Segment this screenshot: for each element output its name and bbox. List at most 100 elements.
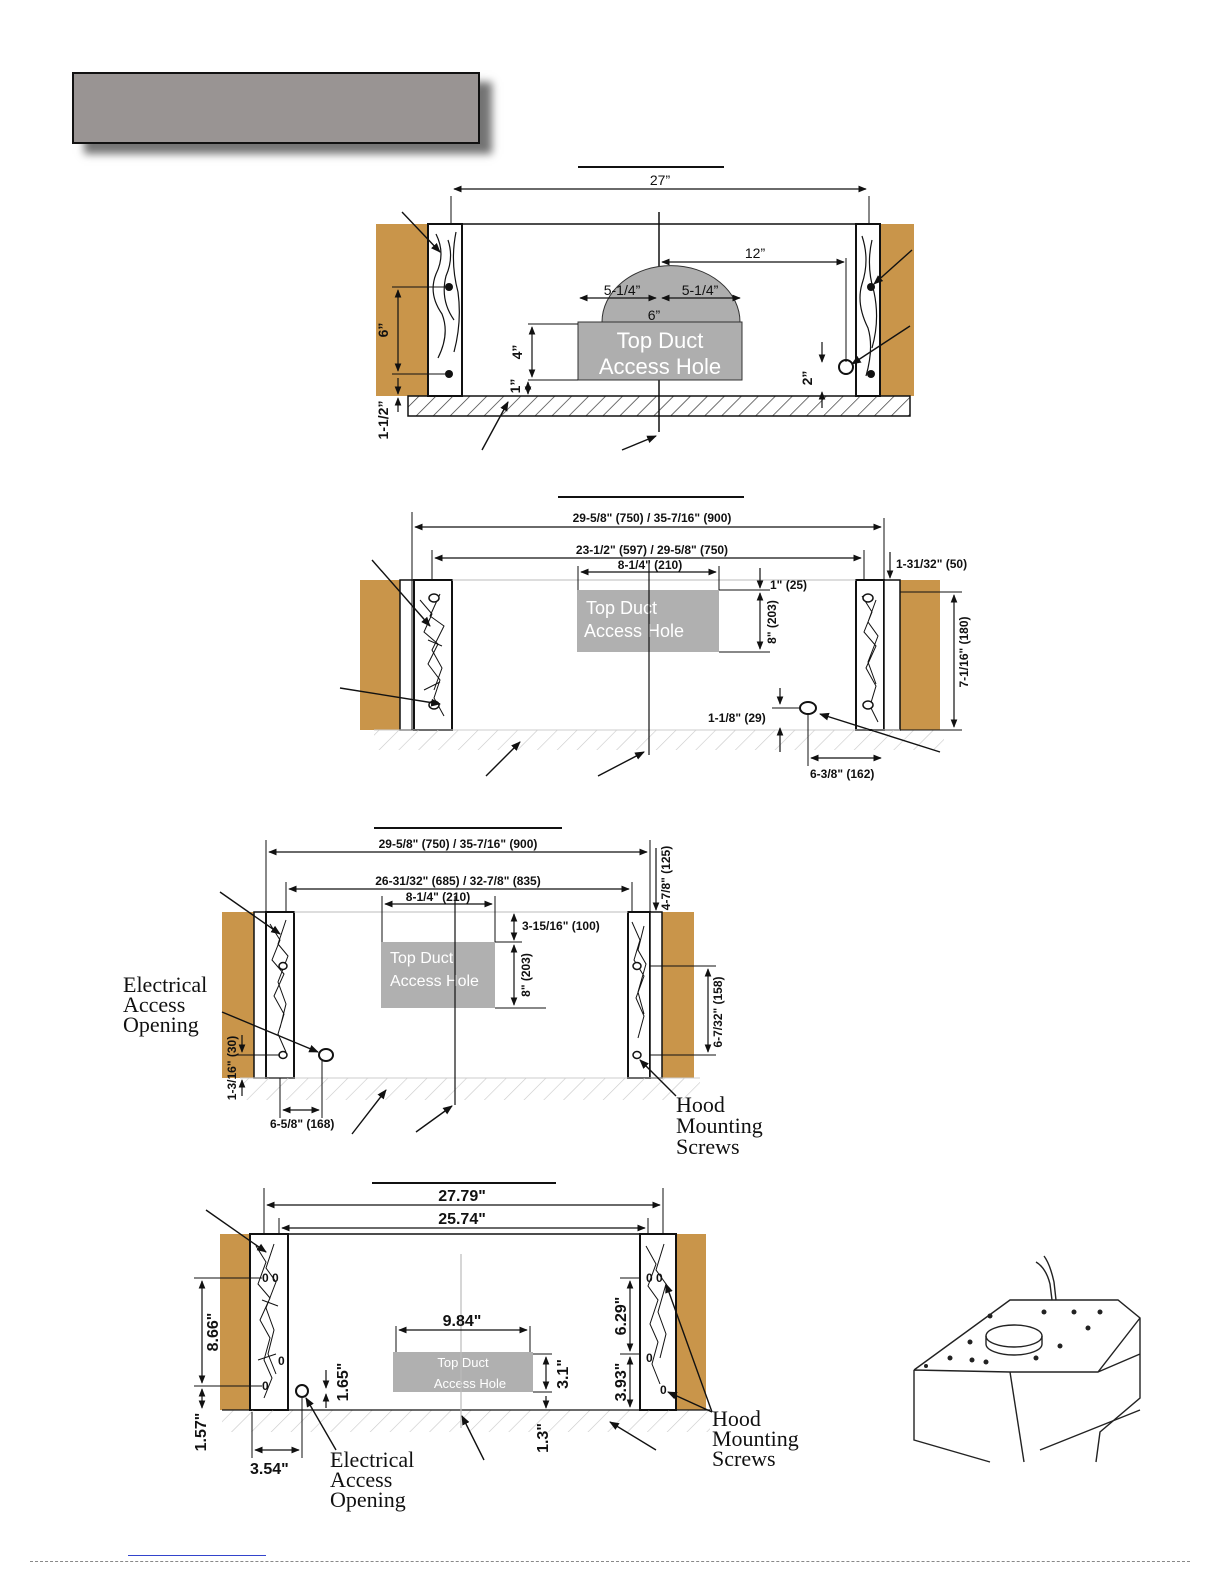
dim-screw-spacing-label: 7-1/16" (180)	[957, 616, 971, 687]
wood-wall-right	[662, 912, 694, 1078]
cabinet-bottom-hatch	[222, 1410, 710, 1432]
leader-upper-right	[873, 249, 913, 285]
footer-link-underline[interactable]	[128, 1555, 266, 1556]
dim-screw-spacing-label: 6-7/32" (158)	[711, 976, 725, 1047]
cabinet-panel-right	[639, 1233, 677, 1411]
duct-rectangle	[577, 590, 719, 652]
dim-duct-height-label: 8" (203)	[765, 600, 779, 644]
diagram-1: Top Duct Access Hole 27” 12” 5-1/4” 5-1/…	[375, 166, 914, 451]
screw-lower-right	[862, 700, 874, 710]
screw-middle-right: 0	[646, 1351, 653, 1365]
electrical-hole	[799, 701, 817, 715]
dim-right-lower-label: 3.93"	[613, 1363, 630, 1402]
electrical-access-label: Electrical Access Opening	[330, 1447, 420, 1512]
wood-wall-right	[880, 224, 914, 396]
leader-upper-left	[401, 211, 441, 253]
leader-upper-left	[371, 559, 431, 627]
leader-upper-left	[219, 891, 281, 935]
electrical-hole	[295, 1384, 309, 1398]
dim-duct-height-label: 8" (203)	[519, 953, 533, 997]
screw-lower-right: 0	[660, 1383, 667, 1397]
dim-elec-offset-label: 6-5/8" (168)	[270, 1117, 334, 1131]
dim-elec-height-label: 1-3/16" (30)	[225, 1036, 239, 1100]
wood-grain-left	[419, 593, 445, 717]
leader-screws-lower	[667, 1391, 713, 1413]
leader-bottom	[481, 401, 509, 451]
dim-duct-width-label: 9.84"	[443, 1313, 482, 1330]
screw-upper-left	[278, 961, 288, 971]
leader-electric	[819, 712, 941, 753]
screw-lower-right	[632, 1050, 642, 1060]
diagram-3: Top Duct Access Hole 29-5/8" (750) / 35-…	[123, 827, 768, 1159]
screw-lower-left	[278, 1050, 288, 1060]
duct-rectangle	[577, 321, 743, 381]
screw-upper-right	[867, 283, 875, 291]
screw-lower-left	[445, 370, 453, 378]
duct-rectangle	[381, 942, 495, 1008]
electrical-hole	[318, 1048, 334, 1062]
screw-lower-left: 0	[262, 1379, 269, 1393]
leader-screws	[639, 1059, 677, 1097]
dim-offset-right-label: 12”	[745, 245, 766, 261]
section-title-box	[72, 72, 480, 144]
wood-wall-left	[376, 224, 428, 396]
dim-outer-width-label: 29-5/8" (750) / 35-7/16" (900)	[379, 837, 538, 851]
dim-duct-bottom-label: 1.3"	[535, 1423, 552, 1453]
screw-upper-right: 0 0	[646, 1271, 663, 1285]
dim-side-gap-label: 4-7/8" (125)	[659, 846, 673, 910]
screw-upper-left	[428, 593, 440, 603]
dim-outer-width-label: 27.79"	[438, 1188, 486, 1205]
duct-label-line2: Access Hole	[434, 1376, 506, 1391]
dim-screw-spacing-label: 8.66"	[205, 1313, 222, 1352]
dim-half-left-label: 5-1/4”	[604, 282, 641, 298]
leader-electric	[221, 1011, 319, 1053]
dim-inner-width-label: 23-1/2" (597) / 29-5/8" (750)	[576, 543, 728, 557]
leader-electric	[305, 1397, 337, 1451]
hood-screw-dots	[924, 1309, 1103, 1368]
dim-outer-width-label: 29-5/8" (750) / 35-7/16" (900)	[573, 511, 732, 525]
dim-screw-bottom-label: 1-1/2”	[375, 401, 391, 440]
screw-upper-right	[632, 961, 642, 971]
electrical-hole	[838, 359, 854, 375]
dim-side-gap-label: 1-31/32" (50)	[896, 557, 967, 571]
leader-bottom	[485, 741, 521, 777]
leader-center	[461, 1415, 485, 1461]
wood-wall-left	[222, 912, 254, 1078]
screw-middle-left: 0	[278, 1354, 285, 1368]
dim-half-right-label: 5-1/4”	[682, 282, 719, 298]
diagram-2: Top Duct Access Hole 29-5/8" (750) / 35-…	[339, 496, 971, 781]
diagram-4: 0 0 0 0 0 0 0 0 Top Duct Access Hole 27.…	[193, 1182, 804, 1512]
hood-screws-label: Hood Mounting Screws	[712, 1406, 804, 1471]
leader-center	[621, 435, 657, 451]
duct-label-line1: Top Duct	[390, 950, 454, 967]
hood-edge-line	[1039, 1409, 1141, 1451]
duct-label-line2: Access Hole	[390, 973, 479, 990]
leader-screws-upper	[665, 1283, 713, 1413]
hood-screws-label: Hood Mounting Screws	[676, 1092, 768, 1159]
electrical-access-label: Electrical Access Opening	[123, 972, 213, 1037]
wood-wall-left	[220, 1234, 250, 1410]
leader-lower-left	[339, 687, 441, 707]
dim-duct-width-label: 8-1/4" (210)	[406, 890, 470, 904]
duct-rectangle	[393, 1352, 533, 1392]
screw-lower-right	[867, 370, 875, 378]
dim-duct-height-label: 3.1"	[555, 1359, 572, 1389]
cabinet-bottom-hatch	[374, 730, 944, 750]
screw-upper-left	[445, 283, 453, 291]
cabinet-panel-left	[249, 1233, 289, 1411]
wood-grain-left	[255, 1243, 279, 1399]
dim-elec-offset-label: 3.54"	[250, 1461, 289, 1478]
dim-screw-bottom-label: 1.57"	[193, 1413, 210, 1452]
duct-label-line1: Top Duct	[617, 328, 704, 353]
hood-sketch	[913, 1255, 1141, 1463]
wood-grain-right	[631, 921, 647, 1039]
dim-duct-width-label: 8-1/4" (210)	[618, 558, 682, 572]
dim-elec-offset-label: 6-3/8" (162)	[810, 767, 874, 781]
dim-elec-height-label: 1.65"	[335, 1363, 352, 1402]
hood-wires	[1035, 1255, 1057, 1301]
cabinet-panel-left	[427, 223, 463, 397]
hood-duct-collar	[985, 1324, 1043, 1348]
wood-wall-right	[900, 580, 940, 730]
duct-label-line2: Access Hole	[584, 621, 684, 641]
leader-electric	[851, 325, 911, 365]
